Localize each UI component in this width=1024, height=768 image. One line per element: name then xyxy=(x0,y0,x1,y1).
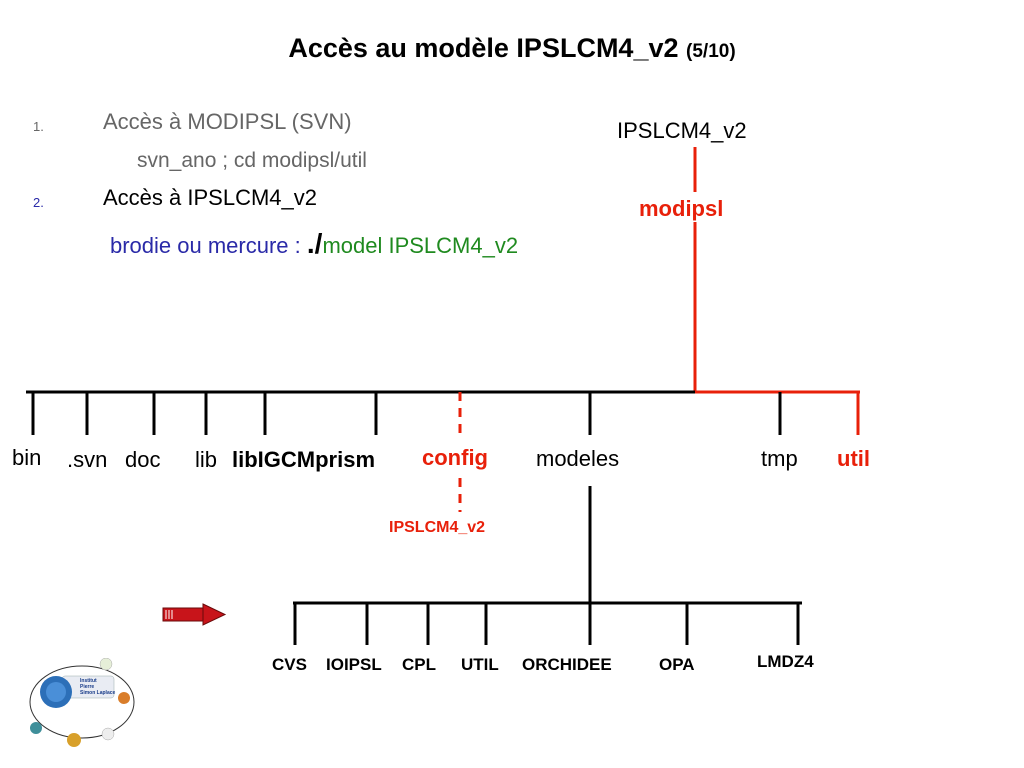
command-dot: ./ xyxy=(306,228,323,259)
dir-modeles: modeles xyxy=(536,446,620,471)
modipsl-label: modipsl xyxy=(639,196,724,221)
dir-bin: bin xyxy=(12,445,42,470)
command-prefix: brodie ou mercure : xyxy=(110,233,307,258)
dir-util: util xyxy=(837,446,870,471)
step-2-label: Accès à IPSLCM4_v2 xyxy=(103,185,317,210)
model-cvs: CVS xyxy=(272,655,307,674)
logo-text-1: Institut xyxy=(80,678,97,684)
step-1-label: Accès à MODIPSL (SVN) xyxy=(103,109,352,134)
tree-root-label: IPSLCM4_v2 xyxy=(617,118,747,143)
title-main: Accès au modèle IPSLCM4_v2 xyxy=(288,33,679,63)
step-1-detail: svn_ano ; cd modipsl/util xyxy=(137,149,367,172)
dir-prism: prism xyxy=(315,447,376,472)
page-title: Accès au modèle IPSLCM4_v2 (5/10) xyxy=(0,33,1024,64)
model-cpl: CPL xyxy=(402,655,436,674)
model-orchidee: ORCHIDEE xyxy=(522,655,612,674)
arrow-right-icon xyxy=(162,603,227,626)
step-2-number: 2. xyxy=(33,195,44,210)
dir-libigcm-label: libIGCM xyxy=(232,447,316,472)
command-rest: model IPSLCM4_v2 xyxy=(322,233,519,258)
dir-svn: .svn xyxy=(67,447,108,472)
config-child-label: IPSLCM4_v2 xyxy=(389,519,486,536)
institut-logo: Institut Pierre Simon Laplace xyxy=(29,658,135,747)
model-util: UTIL xyxy=(461,655,499,674)
dir-config: config xyxy=(422,445,488,470)
model-lmdz4: LMDZ4 xyxy=(757,652,814,671)
dir-tmp: tmp xyxy=(761,446,798,471)
dir-lib: lib xyxy=(195,447,218,472)
model-opa: OPA xyxy=(659,655,695,674)
logo-text-3: Simon Laplace xyxy=(80,690,116,696)
dir-libigcm: libIGCMprism xyxy=(232,447,375,473)
title-page-number: (5/10) xyxy=(686,41,736,62)
step-1-number: 1. xyxy=(33,119,44,134)
step-2-command: brodie ou mercure : ./model IPSLCM4_v2 xyxy=(110,228,518,260)
dir-doc: doc xyxy=(125,447,161,472)
logo-text-2: Pierre xyxy=(80,684,94,690)
model-ioipsl: IOIPSL xyxy=(326,655,382,674)
